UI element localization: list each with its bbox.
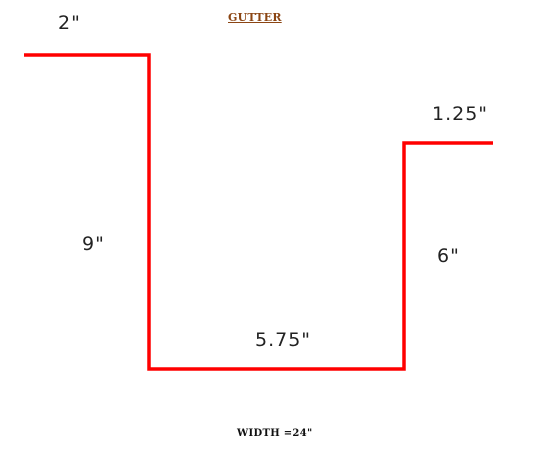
width-label: WIDTH =24" (237, 428, 313, 439)
right-wall-dimension: 6" (437, 245, 460, 267)
top-left-flange-dimension: 2" (58, 12, 81, 34)
gutter-profile-line (24, 53, 493, 371)
bottom-dimension: 5.75" (255, 329, 312, 351)
top-right-flange-dimension: 1.25" (432, 103, 489, 125)
left-wall-dimension: 9" (82, 233, 105, 255)
diagram-title: GUTTER (228, 11, 282, 24)
